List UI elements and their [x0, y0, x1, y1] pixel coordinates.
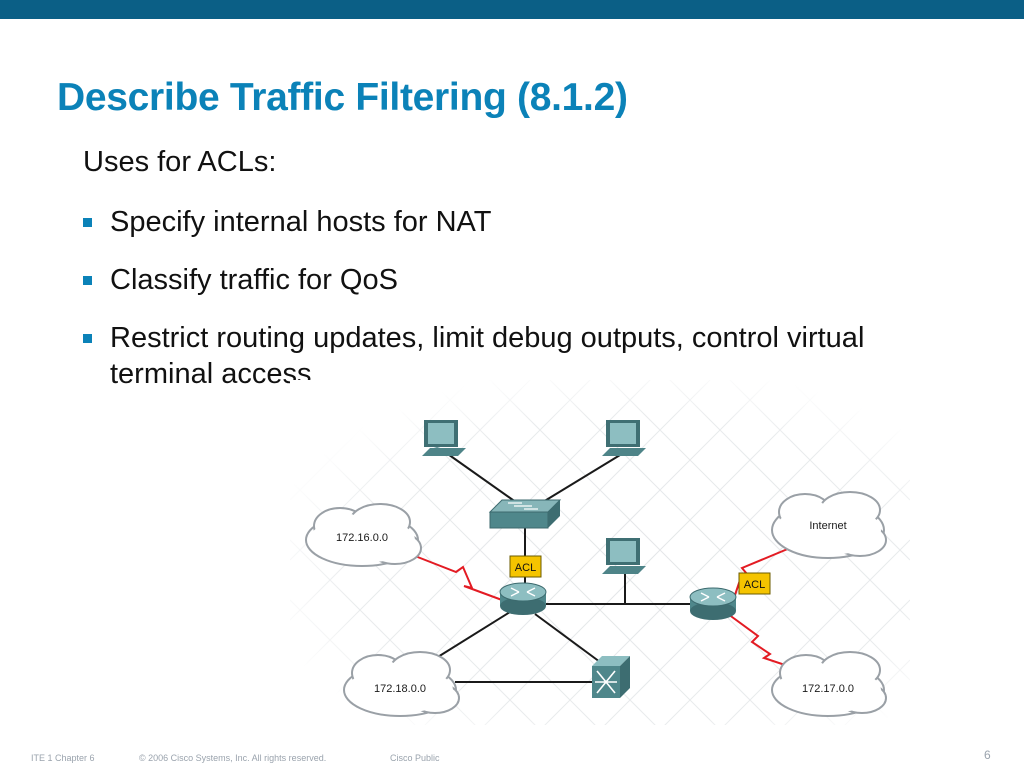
bullet-item-qos: Classify traffic for QoS	[83, 262, 923, 298]
acl-tag-left: ACL	[509, 555, 542, 578]
router-icon	[689, 587, 737, 620]
cloud-icon: 172.16.0.0	[305, 503, 422, 567]
cloud-icon: Internet	[771, 491, 887, 559]
network-diagram: 172.16.0.0 Internet 172.18.0.0	[290, 380, 910, 725]
pc-icon	[602, 538, 646, 574]
bullet-marker	[83, 276, 92, 285]
pc-icon	[602, 420, 646, 456]
acl-tag-right: ACL	[738, 572, 771, 595]
intro-text: Uses for ACLs:	[83, 146, 277, 178]
serial-link	[727, 613, 801, 671]
cloud-label-internet: Internet	[809, 520, 846, 532]
acl-label: ACL	[744, 579, 765, 591]
bullet-marker	[83, 334, 92, 343]
footer-classification: Cisco Public	[390, 753, 440, 763]
slide-title: Describe Traffic Filtering (8.1.2)	[57, 76, 628, 119]
acl-label: ACL	[515, 562, 536, 574]
bullet-text: Classify traffic for QoS	[110, 264, 398, 296]
atm-switch-icon	[592, 656, 630, 698]
footer-course: ITE 1 Chapter 6	[31, 753, 95, 763]
cloud-label-172-16: 172.16.0.0	[336, 532, 388, 544]
cloud-icon: 172.18.0.0	[343, 651, 460, 717]
pc-icon	[422, 420, 466, 456]
cloud-label-172-18: 172.18.0.0	[374, 683, 426, 695]
footer-copyright: © 2006 Cisco Systems, Inc. All rights re…	[139, 753, 327, 763]
bullet-text: Specify internal hosts for NAT	[110, 206, 492, 238]
page-number: 6	[984, 748, 991, 762]
router-icon	[499, 582, 547, 615]
serial-link	[414, 555, 503, 601]
bullet-item-restrict: Restrict routing updates, limit debug ou…	[83, 320, 923, 392]
cloud-icon: 172.17.0.0	[771, 651, 887, 717]
bullet-text: Restrict routing updates, limit debug ou…	[110, 322, 865, 390]
cloud-label-172-17: 172.17.0.0	[802, 683, 854, 695]
header-bar	[0, 0, 1024, 19]
switch-icon	[488, 499, 562, 529]
bullet-marker	[83, 218, 92, 227]
bullet-item-nat: Specify internal hosts for NAT	[83, 204, 923, 240]
bullet-list: Specify internal hosts for NAT Classify …	[83, 204, 923, 414]
